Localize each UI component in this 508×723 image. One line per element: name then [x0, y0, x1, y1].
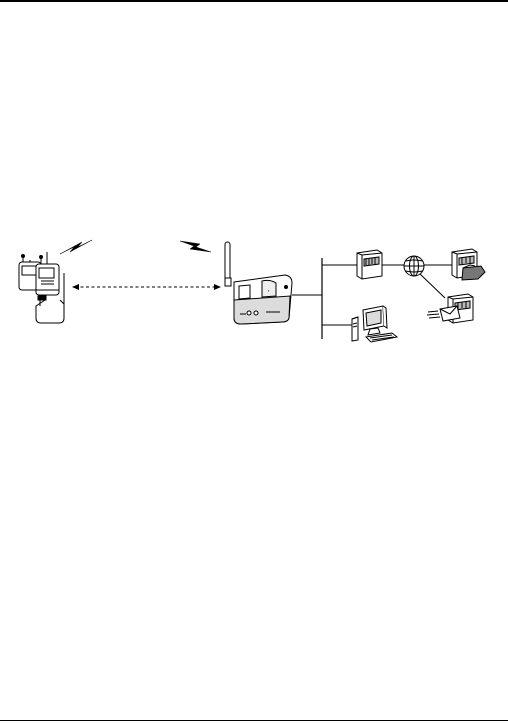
footer-rule — [0, 720, 508, 721]
mail-server-icon — [427, 294, 473, 323]
wireless-signal-icon — [180, 241, 211, 252]
data-logger-icon — [19, 252, 64, 323]
file-server-icon — [452, 249, 485, 280]
wireless-signal-icon — [60, 240, 92, 254]
server-icon — [357, 250, 382, 279]
base-station-icon: ▪ — [225, 242, 292, 324]
internet-to-mail-server-link — [420, 274, 445, 298]
globe-icon — [404, 256, 424, 276]
desktop-pc-icon — [352, 306, 397, 342]
wireless-link — [72, 284, 221, 290]
envelope-icon — [427, 306, 460, 321]
